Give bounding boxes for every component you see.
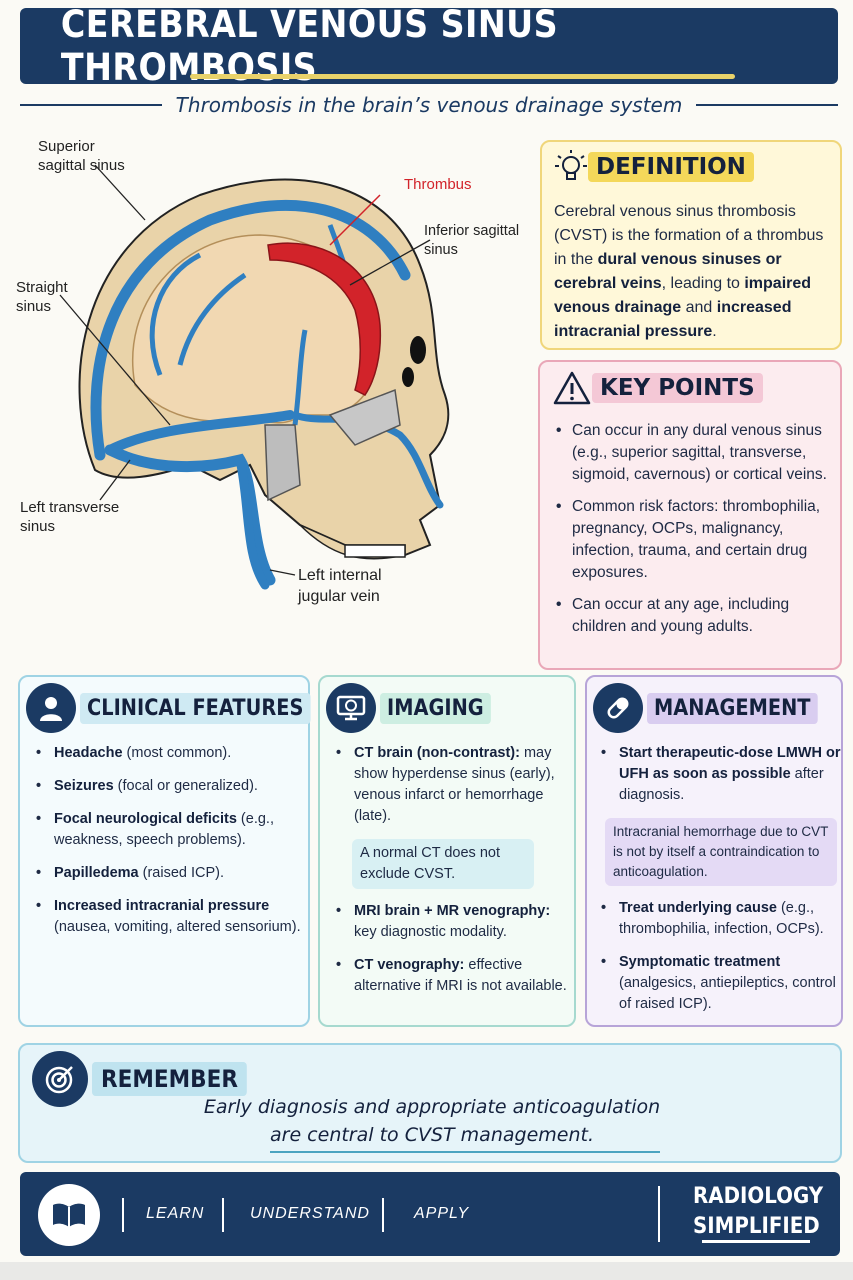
list-item: CT brain (non-contrast): may show hyperd… <box>330 743 574 827</box>
label-straight-sinus: Straight sinus <box>16 279 68 315</box>
list-item: Headache (most common). <box>30 743 306 764</box>
monitor-brain-icon <box>326 683 376 733</box>
subtitle-row: Thrombosis in the brain’s venous drainag… <box>20 92 839 118</box>
brand-logo: RADIOLOGY SIMPLIFIED <box>693 1182 824 1243</box>
teeth <box>344 544 406 558</box>
list-item: Can occur at any age, including children… <box>554 594 840 638</box>
thrombus <box>267 242 382 396</box>
list-item: Can occur in any dural venous sinus (e.g… <box>554 420 840 486</box>
list-item: Symptomatic treatment (analgesics, antie… <box>595 952 841 1015</box>
remember-box: REMEMBER Early diagnosis and appropriate… <box>18 1043 842 1163</box>
page-title: CEREBRAL VENOUS SINUS THROMBOSIS <box>60 3 559 89</box>
clinical-features-list: Headache (most common). Seizures (focal … <box>30 743 306 950</box>
remember-underline <box>270 1151 660 1153</box>
footer-item-understand: UNDERSTAND <box>250 1205 370 1222</box>
key-points-heading: KEY POINTS <box>592 373 763 403</box>
imaging-heading: IMAGING <box>380 692 491 724</box>
imaging-header: IMAGING <box>326 683 506 733</box>
straight-sinus <box>105 410 295 455</box>
skull-base <box>264 424 301 502</box>
remember-text: Early diagnosis and appropriate anticoag… <box>20 1093 844 1149</box>
remember-header: REMEMBER <box>32 1051 264 1107</box>
subtitle-rule-right <box>696 104 839 106</box>
management-list: Start therapeutic-dose LMWH or UFH as so… <box>595 743 841 1027</box>
person-icon <box>26 683 76 733</box>
footer-item-apply: APPLY <box>414 1205 470 1222</box>
footer-separator <box>382 1198 384 1232</box>
imaging-note: A normal CT does not exclude CVST. <box>352 839 534 889</box>
book-icon <box>38 1184 100 1246</box>
page-subtitle: Thrombosis in the brain’s venous drainag… <box>175 93 683 117</box>
definition-heading: DEFINITION <box>588 152 754 182</box>
imaging-box: IMAGING CT brain (non-contrast): may sho… <box>318 675 576 1027</box>
label-thrombus: Thrombus <box>404 176 472 193</box>
label-superior-sagittal-sinus: Superior sagittal sinus <box>38 138 125 174</box>
leader-inferior-sagittal <box>349 239 431 286</box>
leader-superior-sagittal <box>94 164 146 221</box>
remember-line-1: Early diagnosis and appropriate anticoag… <box>203 1096 661 1118</box>
management-box: MANAGEMENT Start therapeutic-dose LMWH o… <box>585 675 843 1027</box>
definition-text: Cerebral venous sinus thrombosis (CVST) … <box>554 203 824 340</box>
label-left-transverse-sinus: Left transverse sinus <box>20 499 120 535</box>
footer-item-learn: LEARN <box>146 1205 205 1222</box>
definition-header: DEFINITION <box>554 148 754 186</box>
remember-line-2: are central to CVST management. <box>270 1124 594 1146</box>
bottom-strip <box>0 1262 853 1280</box>
key-points-header: KEY POINTS <box>552 370 763 406</box>
definition-box: DEFINITION Cerebral venous sinus thrombo… <box>540 140 842 350</box>
sphenoid <box>328 388 401 446</box>
footer-separator <box>122 1198 124 1232</box>
subtitle-rule-left <box>20 104 162 106</box>
head-sagittal-illustration <box>59 164 450 590</box>
title-bar: CEREBRAL VENOUS SINUS THROMBOSIS <box>20 3 838 89</box>
clinical-features-header: CLINICAL FEATURES <box>26 683 342 733</box>
list-item: Increased intracranial pressure (nausea,… <box>30 896 306 938</box>
list-item: CT venography: effective alternative if … <box>330 955 574 997</box>
warning-icon <box>553 371 591 405</box>
management-note: Intracranial hemorrhage due to CVT is no… <box>605 818 837 886</box>
remember-heading: REMEMBER <box>92 1062 247 1096</box>
anatomy-diagram: Superior sagittal sinus Thrombus Inferio… <box>0 125 535 615</box>
list-item: MRI brain + MR venography: key diagnosti… <box>330 901 574 943</box>
internal-jugular-vein <box>235 455 270 590</box>
label-left-internal-jugular-vein: Left internal jugular vein <box>298 567 382 605</box>
leader-thrombus <box>329 194 381 246</box>
cortical-vein <box>149 252 202 376</box>
brand-underline <box>702 1240 810 1243</box>
orbit <box>410 336 426 364</box>
lightbulb-icon <box>555 150 587 180</box>
list-item: Treat underlying cause (e.g., thrombophi… <box>595 898 841 940</box>
list-item: Seizures (focal or generalized). <box>30 776 306 797</box>
key-points-box: KEY POINTS Can occur in any dural venous… <box>538 360 842 670</box>
label-inferior-sagittal-sinus: Inferior sagittal sinus <box>424 223 520 258</box>
pill-icon <box>593 683 643 733</box>
orbit <box>402 367 414 387</box>
list-item: Papilledema (raised ICP). <box>30 863 306 884</box>
superior-sagittal-sinus <box>90 199 411 461</box>
leader-straight <box>59 294 171 426</box>
brand-line-1: RADIOLOGY <box>693 1184 824 1209</box>
key-points-list: Can occur in any dural venous sinus (e.g… <box>554 420 840 648</box>
leader-transverse <box>99 459 131 501</box>
leader-jugular <box>269 569 296 576</box>
footer-separator <box>222 1198 224 1232</box>
management-heading: MANAGEMENT <box>647 692 818 724</box>
list-item: Start therapeutic-dose LMWH or UFH as so… <box>595 743 841 806</box>
cavernous-sinus <box>291 411 444 509</box>
footer-separator <box>658 1186 660 1242</box>
footer-bar: LEARN UNDERSTAND APPLY RADIOLOGY SIMPLIF… <box>20 1172 840 1256</box>
list-item: Common risk factors: thrombophilia, preg… <box>554 496 840 584</box>
target-icon <box>32 1051 88 1107</box>
management-header: MANAGEMENT <box>593 683 841 733</box>
clinical-features-heading: CLINICAL FEATURES <box>80 692 311 724</box>
list-item: Focal neurological deficits (e.g., weakn… <box>30 809 306 851</box>
imaging-list: CT brain (non-contrast): may show hyperd… <box>330 743 574 1009</box>
clinical-features-box: CLINICAL FEATURES Headache (most common)… <box>18 675 311 1027</box>
title-underline <box>190 74 735 79</box>
cortical-vein <box>177 272 247 366</box>
brand-line-2: SIMPLIFIED <box>693 1214 820 1239</box>
